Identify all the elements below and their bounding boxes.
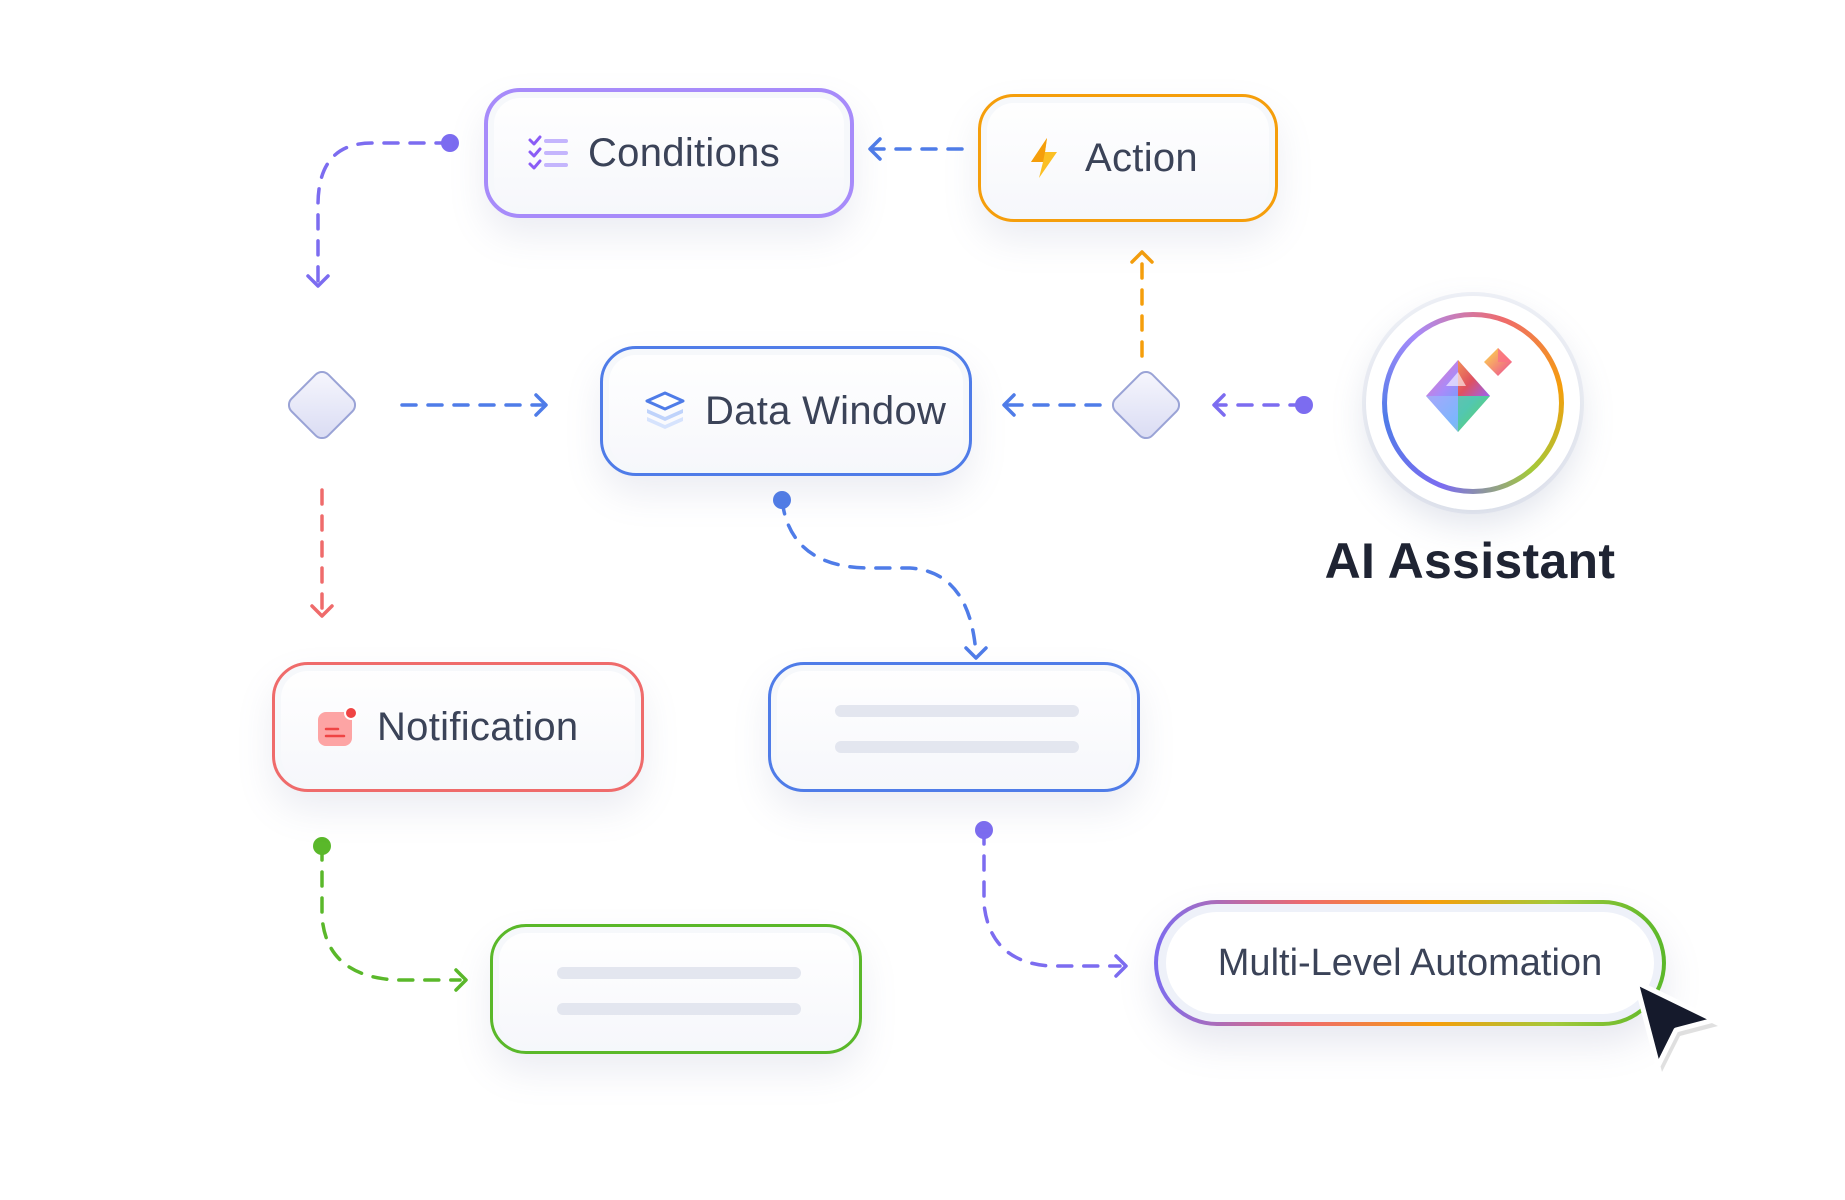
arrowhead-left-purple-ai	[1212, 393, 1226, 417]
arrowhead-up-orange	[1130, 250, 1154, 264]
data-window-node[interactable]: Data Window	[600, 346, 972, 476]
notification-node[interactable]: Notification	[272, 662, 644, 792]
connector-dot-notification	[313, 837, 331, 855]
arrowhead-right-purple-automation	[1114, 954, 1128, 978]
action-label: Action	[1085, 135, 1198, 180]
multi-level-automation-button[interactable]: Multi-Level Automation	[1154, 900, 1666, 1026]
placeholder-line	[557, 1003, 801, 1015]
connector-dot-placeholder-blue	[975, 821, 993, 839]
layers-icon	[643, 389, 687, 433]
connector-conditions-to-left-diamond	[316, 141, 452, 286]
checklist-icon	[526, 131, 570, 175]
placeholder-node-blue[interactable]	[768, 662, 1140, 792]
connector-dot-conditions	[441, 134, 459, 152]
action-node[interactable]: Action	[978, 94, 1278, 222]
automation-pill-core: Multi-Level Automation	[1166, 912, 1654, 1014]
connector-dot-ai	[1295, 396, 1313, 414]
placeholder-line	[835, 741, 1079, 753]
automation-label: Multi-Level Automation	[1217, 941, 1603, 984]
right-decision-diamond	[1111, 370, 1181, 440]
connector-notification-to-placeholder	[320, 844, 462, 982]
connector-data-window-to-placeholder	[780, 498, 978, 656]
connector-dot-data-window	[773, 491, 791, 509]
connector-placeholder-to-automation	[982, 828, 1122, 968]
ai-assistant-title: AI Assistant	[1324, 533, 1616, 589]
arrowhead-down-red	[310, 604, 334, 618]
conditions-label: Conditions	[588, 130, 781, 175]
notification-icon	[315, 705, 359, 749]
notification-label: Notification	[377, 704, 579, 749]
ai-assistant-badge[interactable]	[1366, 296, 1580, 510]
lightning-icon	[1023, 136, 1067, 180]
arrowhead-left-blue-data-window	[1002, 393, 1016, 417]
placeholder-line	[557, 967, 801, 979]
arrowhead-down-blue	[964, 646, 988, 660]
arrowhead-left-blue-conditions	[868, 137, 882, 161]
arrowhead-down-purple	[306, 274, 330, 288]
data-window-label: Data Window	[705, 388, 947, 433]
placeholder-line	[835, 705, 1079, 717]
arrowhead-right-green	[454, 968, 468, 992]
conditions-node[interactable]: Conditions	[484, 88, 854, 218]
cursor-arrow-icon	[1633, 979, 1718, 1072]
automation-pill-frame: Multi-Level Automation	[1158, 904, 1662, 1022]
gem-sparkle-icon	[1426, 348, 1512, 432]
arrowhead-right-blue	[534, 393, 548, 417]
placeholder-node-green[interactable]	[490, 924, 862, 1054]
left-decision-diamond	[287, 370, 357, 440]
